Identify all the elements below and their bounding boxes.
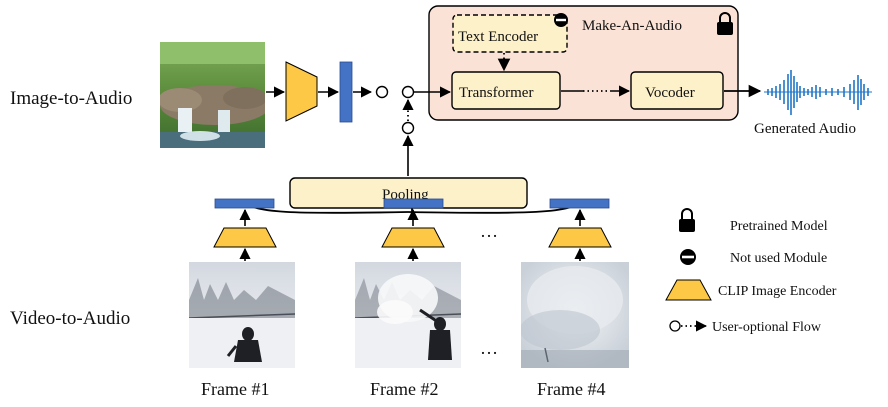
frame-embedding-1 [214, 198, 275, 209]
vocoder-block [630, 71, 724, 110]
waveform-icon [764, 70, 872, 115]
flow-switch-mid [401, 85, 415, 99]
clip-encoder-frame-1 [213, 227, 277, 248]
input-image [160, 42, 265, 148]
legend-switch-icon [669, 320, 681, 332]
frame-1-image [189, 262, 295, 368]
image-to-audio-label: Image-to-Audio [10, 88, 132, 109]
frame-embedding-4 [549, 198, 610, 209]
clip-image-encoder-top [285, 61, 318, 122]
flow-switch-pool [401, 121, 415, 135]
text-encoder-label: Text Encoder [458, 29, 538, 45]
video-to-audio-label: Video-to-Audio [10, 308, 130, 329]
lock-icon [717, 12, 733, 35]
frame-2-label: Frame #2 [370, 379, 438, 399]
frame-4-image [521, 262, 629, 368]
legend-optional-flow-label: User-optional Flow [712, 320, 822, 335]
legend-pretrained-label: Pretrained Model [730, 219, 828, 234]
ellipsis-frames: … [480, 338, 498, 358]
make-an-audio-title: Make-An-Audio [582, 18, 682, 34]
frame-embedding-2 [383, 198, 444, 209]
generated-audio-label: Generated Audio [754, 121, 856, 137]
frame-1-label: Frame #1 [201, 379, 269, 399]
flow-switch-left [375, 85, 389, 99]
legend-clip-label: CLIP Image Encoder [718, 284, 837, 299]
transformer-label: Transformer [459, 85, 533, 101]
vocoder-label: Vocoder [645, 85, 695, 101]
clip-encoder-frame-2 [381, 227, 445, 248]
transformer-block [451, 71, 561, 110]
legend-not-used-label: Not used Module [730, 251, 827, 266]
frame-2-image [355, 262, 461, 368]
clip-encoder-frame-4 [548, 227, 612, 248]
legend-clip-icon [665, 279, 712, 301]
ellipsis-encoders: … [480, 221, 498, 241]
legend: Pretrained Model Not used Module CLIP Im… [665, 208, 837, 335]
text-encoder-block [452, 14, 568, 53]
frame-4-label: Frame #4 [537, 379, 605, 399]
image-embedding-bar [339, 61, 353, 123]
legend-lock-icon [679, 208, 695, 232]
